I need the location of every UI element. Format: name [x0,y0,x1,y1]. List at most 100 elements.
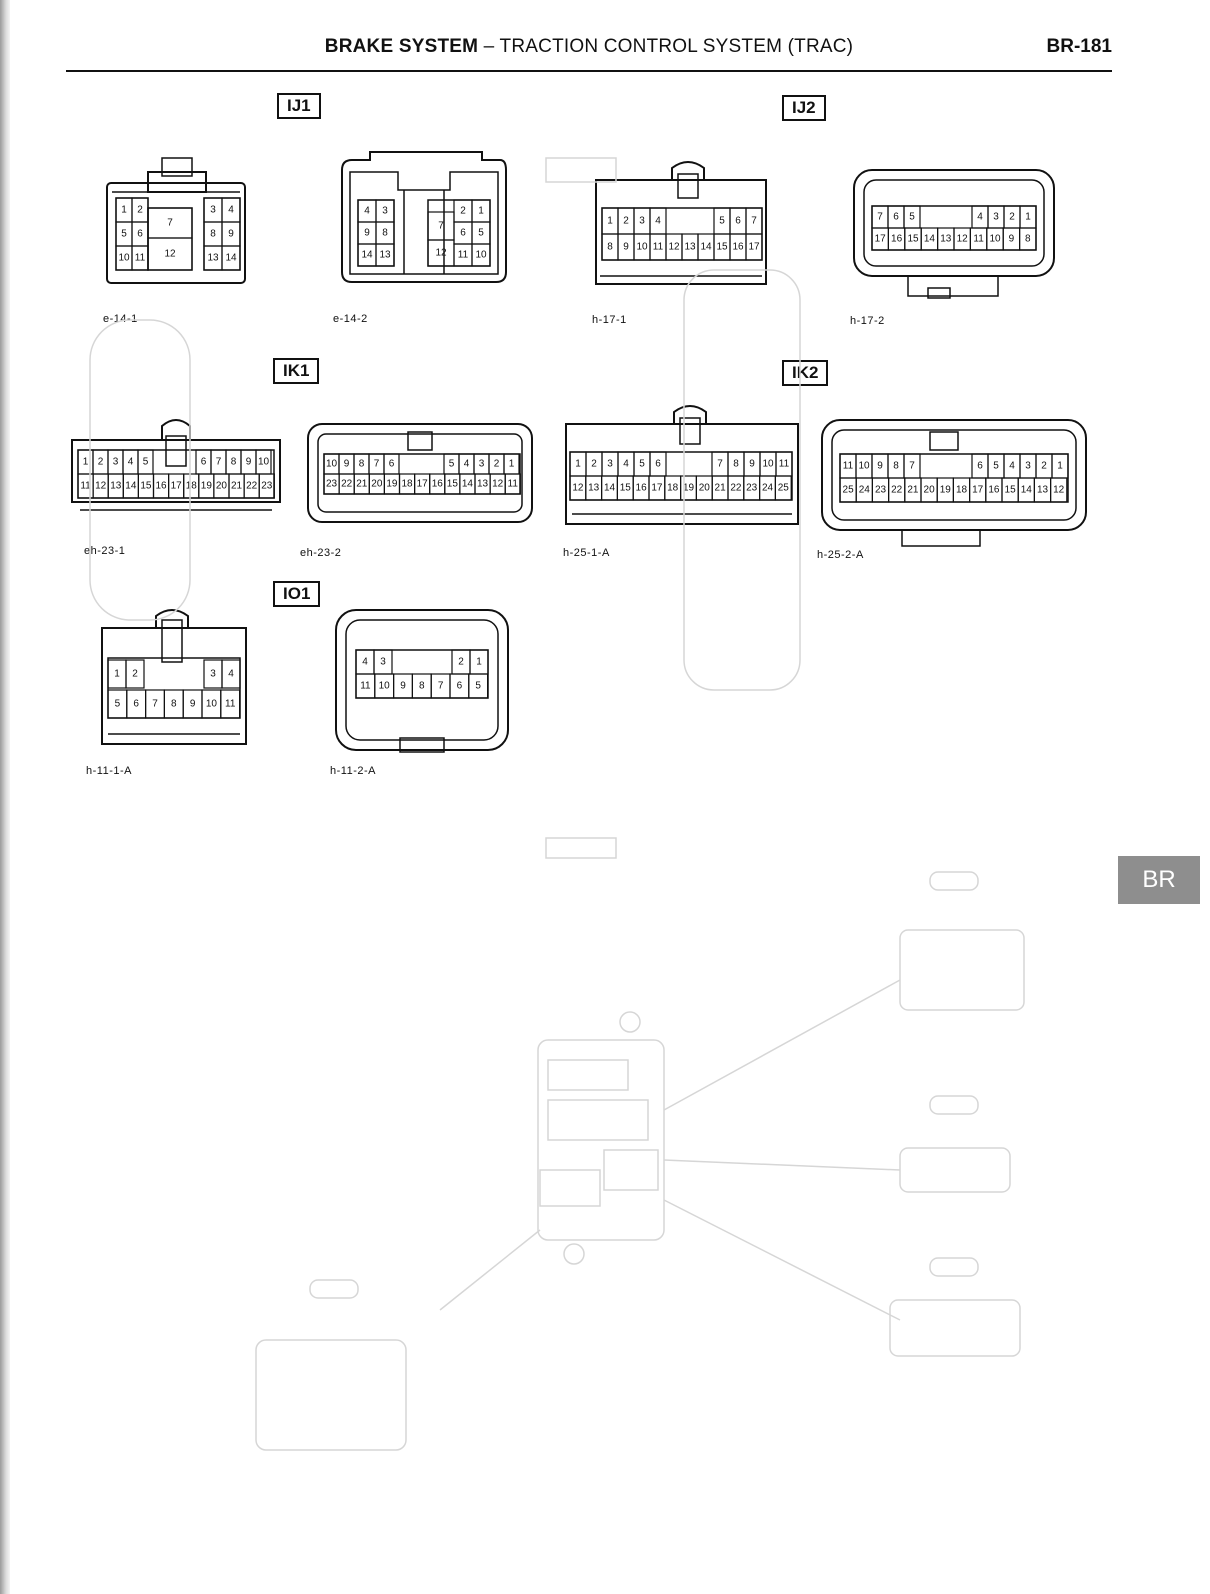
pin-label: 12 [1053,485,1065,496]
pin-label: 2 [1041,461,1047,472]
pin-label: 5 [478,228,484,239]
pin-label: 15 [907,234,919,245]
pin-label: 13 [110,481,122,492]
pin-label: 1 [1057,461,1063,472]
pin-label: 6 [137,229,143,240]
pin-label: 21 [231,481,243,492]
pin-label: 17 [651,483,663,494]
pin-label: 23 [261,481,273,492]
pin-label: 5 [909,212,915,223]
page-number: BR-181 [1046,36,1112,57]
pin-label: 1 [1025,212,1031,223]
pin-cell [221,659,241,689]
connector-h-11-1-a [101,609,247,745]
pin-label: 22 [341,479,353,490]
pin-label: 13 [379,250,391,261]
pin-label: 4 [228,205,234,216]
pin-cell [1018,227,1037,251]
pin-cell [504,473,521,495]
pin-label: 3 [479,459,485,470]
pin-label: 8 [893,461,899,472]
pin-label: 2 [494,459,500,470]
pin-label: 15 [620,483,632,494]
pin-label: 4 [228,669,234,680]
pin-label: 7 [374,459,380,470]
page-binding-edge [0,0,10,1594]
pin-label: 4 [623,459,629,470]
pin-label: 3 [639,216,645,227]
pin-label: 13 [207,253,219,264]
group-label-io1: IO1 [273,581,321,607]
pin-label: 3 [113,457,119,468]
pin-label: 7 [717,459,723,470]
pin-label: 4 [1009,461,1015,472]
pin-label: 15 [716,242,728,253]
pin-label: 18 [667,483,679,494]
pin-label: 17 [171,481,183,492]
pin-label: 16 [636,483,648,494]
pin-label: 9 [877,461,883,472]
pin-label: 13 [477,479,489,490]
pin-label: 11 [779,459,790,470]
pin-label: 10 [475,250,487,261]
pin-label: 4 [977,212,983,223]
pin-label: 16 [891,234,903,245]
pin-label: 19 [386,479,398,490]
pin-label: 14 [225,253,237,264]
connector-code-h-25-1-a: h-25-1-A [563,547,610,559]
pin-label: 10 [118,253,130,264]
pin-label: 8 [607,242,613,253]
pin-label: 3 [1025,461,1031,472]
pin-label: 11 [135,253,146,264]
pin-label: 1 [121,205,127,216]
pin-label: 13 [588,483,600,494]
pin-label: 19 [683,483,695,494]
pin-label: 9 [344,459,350,470]
pin-label: 2 [623,216,629,227]
group-label-ij2: IJ2 [782,95,826,121]
pin-label: 24 [859,485,871,496]
pin-label: 13 [1037,485,1049,496]
pin-label: 17 [972,485,984,496]
pin-label: 23 [875,485,887,496]
pin-label: 7 [438,681,444,692]
pin-label: 4 [364,206,370,217]
pin-label: 14 [1021,485,1033,496]
pin-label: 1 [476,657,482,668]
pin-label: 15 [1005,485,1017,496]
connector-code-h-17-2: h-17-2 [850,315,885,327]
pin-label: 11 [508,479,519,490]
pin-label: 2 [1009,212,1015,223]
connector-code-h-11-1-a: h-11-1-A [86,765,132,777]
pin-label: 2 [591,459,597,470]
pin-cell [471,243,491,267]
pin-label: 14 [361,250,373,261]
connector-code-h-11-2-a: h-11-2-A [330,765,376,777]
pin-label: 7 [438,221,444,232]
pin-cell [375,243,395,267]
pin-label: 17 [417,479,429,490]
pin-label: 25 [843,485,855,496]
pin-label: 1 [607,216,613,227]
pin-cell [774,475,792,501]
pin-label: 4 [464,459,470,470]
pin-label: 1 [114,669,120,680]
pin-label: 7 [751,216,757,227]
pin-label: 3 [210,205,216,216]
pin-cell [468,673,489,699]
pin-label: 5 [143,457,149,468]
pin-label: 6 [977,461,983,472]
pin-label: 1 [83,457,89,468]
connector-code-e-14-1: e-14-1 [103,313,138,325]
pin-label: 19 [201,481,213,492]
section-title: BRAKE SYSTEM – TRACTION CONTROL SYSTEM (… [324,36,854,57]
pin-label: 22 [246,481,258,492]
pin-label: 6 [389,459,395,470]
pin-label: 25 [778,483,790,494]
pin-label: 16 [155,481,167,492]
pin-label: 22 [891,485,903,496]
pin-label: 4 [362,657,368,668]
pin-label: 14 [604,483,616,494]
pin-label: 10 [379,681,391,692]
pin-label: 9 [246,457,252,468]
